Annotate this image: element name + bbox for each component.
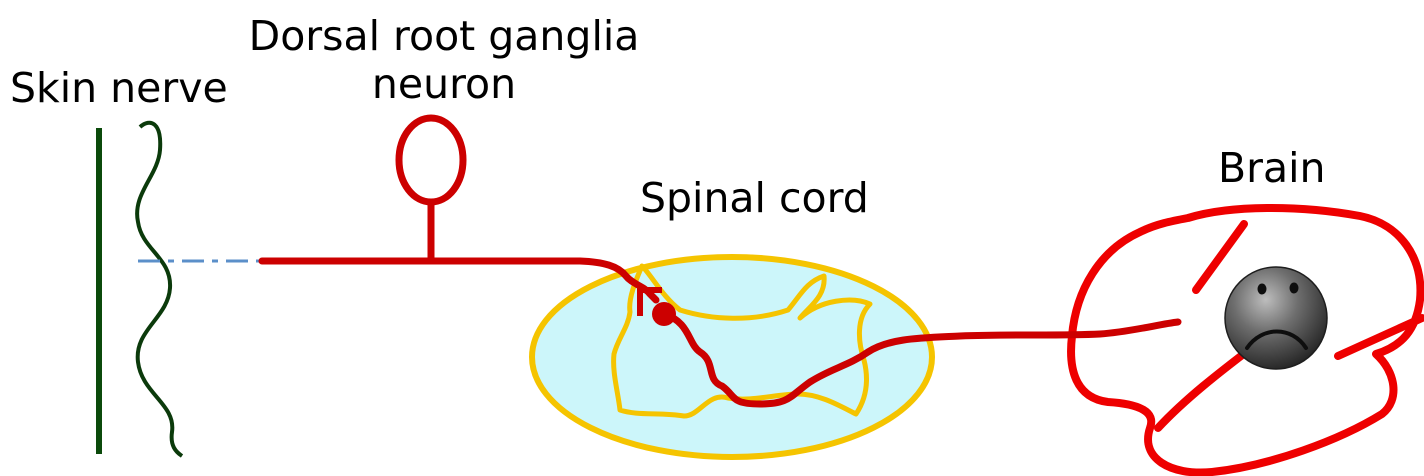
brain-fold-upper xyxy=(1196,224,1244,290)
drg-cell-body xyxy=(399,118,463,202)
brain-fold-lower xyxy=(1158,346,1254,428)
frowning-face-icon xyxy=(1225,267,1327,369)
brain-label: Brain xyxy=(1218,144,1326,192)
face-right-eye xyxy=(1290,283,1299,294)
skin-nerve-label: Skin nerve xyxy=(10,64,228,112)
spinal-cord xyxy=(532,257,932,457)
drg-label-line1: Dorsal root ganglia xyxy=(234,12,654,60)
spinal-cord-label: Spinal cord xyxy=(640,174,869,222)
face-left-eye xyxy=(1258,284,1267,295)
spinal-cord-outline xyxy=(532,257,932,457)
drg-neuron-label: Dorsal root ganglia neuron xyxy=(234,12,654,108)
drg-label-line2: neuron xyxy=(234,60,654,108)
skin-nerve-wave xyxy=(137,123,182,456)
